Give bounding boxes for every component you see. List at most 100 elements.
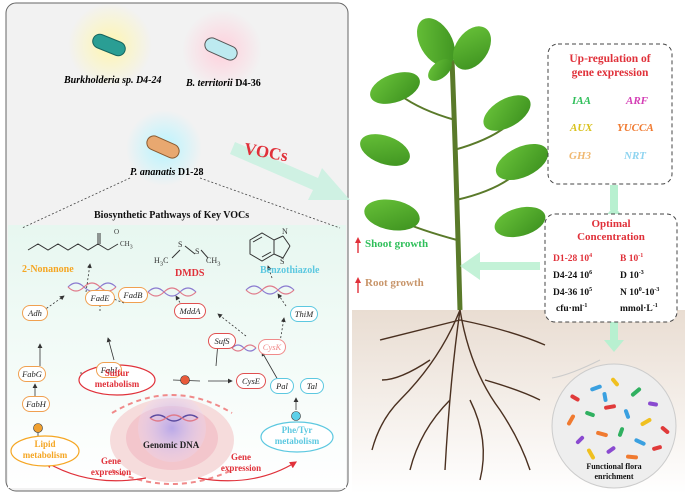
optimal-concentration-box <box>544 213 678 323</box>
row3-conc-tail: -10 <box>641 288 655 299</box>
gene-fade: FadE <box>85 290 115 306</box>
row3-strain: D4-36 <box>553 288 578 299</box>
dmds-label: DMDS <box>175 268 205 279</box>
gene-cysk: CysK <box>258 339 286 355</box>
dmds-ch3-text: CH <box>206 256 218 265</box>
row2-cfu-exp: 6 <box>589 270 593 276</box>
row1-conc-exp: -1 <box>638 253 644 259</box>
strain-ananatis-label: P. ananatis D1-28 <box>130 167 203 178</box>
row2-voc: D <box>620 271 627 282</box>
dmds-h3c-label: H3C <box>154 256 168 268</box>
gene-expression-left: Gene expression <box>86 456 136 478</box>
unit-cfu-text: cfu·ml <box>556 304 583 315</box>
row3-cfu-exp: 5 <box>589 287 593 293</box>
gene-expression-right-2: expression <box>220 463 262 473</box>
optimal-row-d424-voc: D 10-3 <box>620 270 644 281</box>
row1-cfu-exp: 4 <box>589 253 593 259</box>
row2-conc: 10 <box>629 271 639 282</box>
row2-strain: D4-24 <box>553 271 578 282</box>
h3c-text: H <box>154 256 160 265</box>
dmds-s1-label: S <box>178 240 183 249</box>
strain-territorii-name: B. territorii <box>186 78 233 89</box>
nonanone-ch3-label: CH3 <box>120 240 133 250</box>
root-growth-label: Root growth <box>365 277 424 289</box>
row1-voc: B <box>620 254 627 265</box>
benzothiazole-label: Benzothiazole <box>260 265 320 276</box>
upregulation-title-1: Up-regulation of <box>569 53 651 65</box>
gene-fabh: FabH <box>22 396 50 412</box>
shoot-growth-label: Shoot growth <box>365 238 429 250</box>
row1-conc: 10 <box>628 254 639 265</box>
strain-territorii-label: B. territorii D4-36 <box>186 78 261 89</box>
gene-expression-right: Gene expression <box>216 452 266 474</box>
dmds-s2-label: S <box>195 247 200 256</box>
row3-conc-tail-exp: -3 <box>654 287 660 293</box>
strain-ananatis-code: D1-28 <box>177 167 204 178</box>
row3-voc: N <box>620 288 627 299</box>
dna-helix-icon-4 <box>231 344 257 352</box>
optimal-row-d436-voc: N 100-10-3 <box>620 287 659 298</box>
ch3-sub: 3 <box>129 244 133 251</box>
gene-expression-left-2: expression <box>90 467 132 477</box>
phetyr-line2: metabolism <box>274 436 320 446</box>
row1-cfu: 10 <box>579 254 590 265</box>
unit-cfu: cfu·ml-1 <box>556 303 587 314</box>
strain-territorii-code: D4-36 <box>235 78 261 89</box>
optimal-title-1: Optimal <box>591 218 631 230</box>
phetyr-line1: Phe/Tyr <box>281 425 313 435</box>
dmds-ch3-label: CH3 <box>206 256 220 268</box>
gene-fabi: FabI <box>96 362 122 378</box>
nonanone-structure <box>27 233 119 251</box>
gene-adh: Adh <box>22 305 48 321</box>
gene-tal: Tal <box>300 378 324 394</box>
gene-arf: ARF <box>626 95 649 107</box>
gene-aux: AUX <box>570 122 593 134</box>
pathway-title: Biosynthetic Pathways of Key VOCs <box>94 210 250 221</box>
strain-ananatis-name: P. ananatis <box>130 167 176 178</box>
unit-conc: mmol·L-1 <box>620 303 658 314</box>
lipid-line1: Lipid <box>34 439 56 449</box>
h3c-sub: 3 <box>159 260 164 268</box>
optimal-row-d128: D1-28 104 <box>553 253 592 264</box>
genomic-dna-cell <box>110 394 234 485</box>
strain-burkholderia-label: Burkholderia sp. D4-24 <box>64 75 162 86</box>
unit-conc-exp: -1 <box>652 303 658 309</box>
territorii-cell-icon <box>204 37 238 61</box>
row3-cfu: 10 <box>579 288 590 299</box>
gene-cyse: CysE <box>236 373 266 389</box>
gene-gh3: GH3 <box>569 150 591 162</box>
flora-label-1: Functional flora <box>586 462 642 471</box>
benzothiazole-s-label: S <box>280 257 285 266</box>
upregulation-title: Up-regulation of gene expression <box>548 52 672 80</box>
optimal-row-d424: D4-24 106 <box>553 270 592 281</box>
gene-fabg: FabG <box>18 366 46 382</box>
row2-cfu: 10 <box>579 271 590 282</box>
flora-label: Functional flora enrichment <box>574 462 654 482</box>
upregulation-box <box>547 43 673 185</box>
nonanone-label: 2-Nonanone <box>22 264 74 275</box>
strain-burkholderia-text: Burkholderia sp. D4-24 <box>64 75 162 86</box>
burkholderia-cell-icon <box>92 33 126 57</box>
gene-thim: ThiM <box>290 306 318 322</box>
functional-flora-icon <box>551 363 677 489</box>
optimal-title: Optimal Concentration <box>545 218 677 244</box>
gene-pal: Pal <box>270 378 294 394</box>
gene-yucca: YUCCA <box>617 122 654 134</box>
gene-iaa: IAA <box>572 95 591 107</box>
benzothiazole-structure <box>249 232 291 262</box>
sulfur-line2: metabolism <box>94 379 140 389</box>
phetyr-metabolism-node <box>260 421 334 453</box>
unit-cfu-exp: -1 <box>582 303 588 309</box>
phetyr-metabolism-label: Phe/Tyr metabolism <box>270 425 324 447</box>
lipid-metabolism-label: Lipid metabolism <box>20 439 70 461</box>
ch3-text: CH <box>120 240 130 248</box>
gene-sufs: SufS <box>208 333 236 349</box>
lipid-metabolism-node <box>10 435 80 467</box>
dna-helix-icon-3 <box>245 285 295 295</box>
gene-expression-left-1: Gene <box>101 456 121 466</box>
row2-conc-exp: -3 <box>638 270 644 276</box>
sulfur-metabolism-label: Sulfur metabolism <box>94 368 140 390</box>
flora-label-2: enrichment <box>594 472 634 481</box>
lipid-line2: metabolism <box>22 450 68 460</box>
